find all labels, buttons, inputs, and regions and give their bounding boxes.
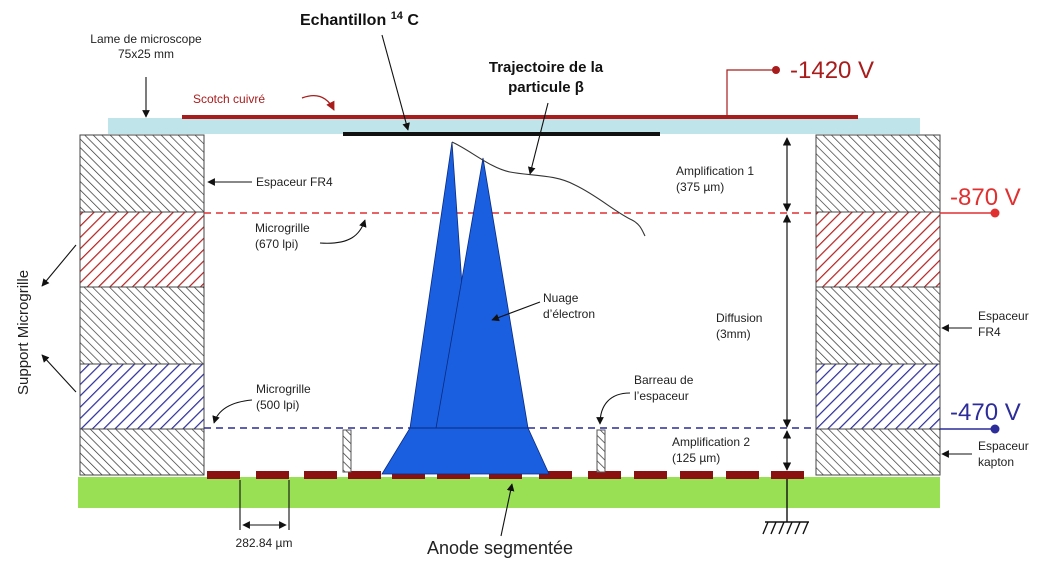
anode-base	[78, 477, 940, 508]
trajectory-label-1: Trajectoire de la	[489, 59, 604, 76]
arrow-support-2	[41, 354, 77, 393]
scotch-label: Scotch cuivré	[193, 92, 265, 106]
amp1-label-1: Amplification 1	[676, 164, 754, 178]
right-spacer-stack	[815, 134, 941, 476]
spacer-bar-right	[596, 429, 606, 473]
support-label: Support Microgrille	[15, 270, 32, 395]
amp1-label-2: (375 µm)	[676, 180, 724, 194]
arrow-mesh-670	[319, 219, 367, 244]
sample-title: Echantillon 14 C	[300, 6, 419, 29]
sample-strip	[343, 132, 660, 136]
trajectory-label-2: particule β	[508, 79, 584, 96]
mesh-670-label-1: Microgrille	[255, 221, 310, 235]
microscope-slide	[108, 118, 920, 134]
arrow-anode	[500, 483, 515, 537]
pitch-dimension	[239, 480, 290, 530]
anode-label: Anode segmentée	[427, 538, 573, 558]
bar-label-2: l’espaceur	[634, 389, 689, 403]
pitch-label: 282.84 µm	[236, 536, 293, 550]
hv-dot-low	[990, 424, 1000, 434]
slide-label-1: Lame de microscope	[90, 32, 202, 46]
arrow-bar	[596, 392, 631, 425]
arrow-cloud	[491, 301, 541, 322]
cloud-label-1: Nuage	[543, 291, 579, 305]
amp2-label-2: (125 µm)	[672, 451, 720, 465]
voltage-top: -1420 V	[790, 57, 874, 84]
cloud-label-2: d’électron	[543, 307, 595, 321]
ground-icon	[762, 479, 809, 535]
arrow-sample	[381, 34, 410, 131]
spacer-fr4-left-label: Espaceur FR4	[256, 175, 333, 189]
anode-pads	[207, 471, 804, 479]
mesh-500-label-2: (500 lpi)	[256, 398, 299, 412]
beta-trajectory	[451, 141, 646, 237]
amp2-label-1: Amplification 2	[672, 435, 750, 449]
left-spacer-stack	[79, 134, 205, 476]
electron-cloud	[381, 141, 550, 475]
voltage-low: -470 V	[950, 399, 1021, 426]
voltage-mid: -870 V	[950, 184, 1021, 211]
spacer-fr4-right-label-1: Espaceur	[978, 309, 1029, 323]
hv-lead-top	[726, 69, 776, 115]
hv-dot-top	[772, 66, 780, 74]
mesh-670-label-2: (670 lpi)	[255, 237, 298, 251]
spacer-kapton-label-2: kapton	[978, 455, 1014, 469]
mesh-500-label-1: Microgrille	[256, 382, 311, 396]
arrow-support-1	[41, 244, 77, 287]
diffusion-label-1: Diffusion	[716, 311, 762, 325]
copper-scotch	[182, 115, 858, 119]
spacer-bar-left	[342, 429, 352, 473]
arrow-trajectory	[527, 102, 549, 175]
arrow-mesh-500	[212, 399, 253, 424]
slide-label-2: 75x25 mm	[118, 47, 174, 61]
bar-label-1: Barreau de	[634, 373, 694, 387]
diffusion-label-2: (3mm)	[716, 327, 751, 341]
arrow-scotch	[301, 95, 335, 111]
spacer-fr4-right-label-2: FR4	[978, 325, 1001, 339]
spacer-kapton-label-1: Espaceur	[978, 439, 1029, 453]
hv-dot-mid	[990, 208, 1000, 218]
